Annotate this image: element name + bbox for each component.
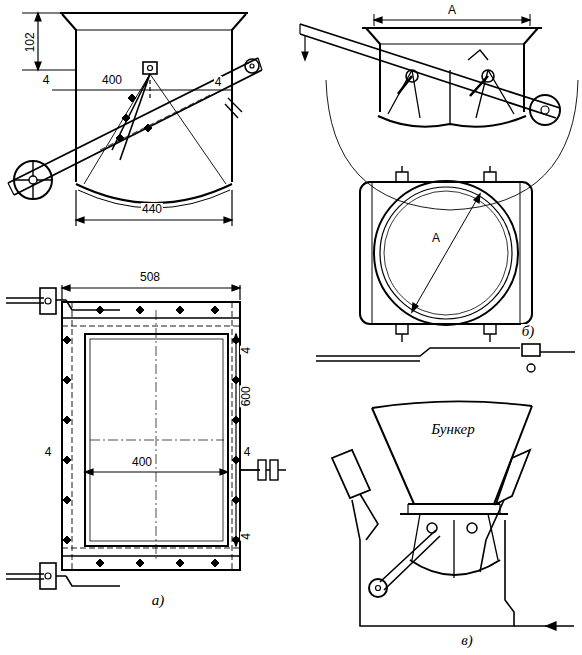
dimension-label: 440 [141,203,163,216]
bunker-view [332,401,574,630]
dimension-label: 400 [101,74,123,87]
plan-view [6,285,286,589]
elevation-view [8,13,262,226]
dimension-label: 4 [44,446,53,459]
dimension-label: 4 [42,74,51,87]
dimension-label: 4 [240,532,253,541]
part-label: Бункер [430,422,476,438]
dimension-label: 102 [24,31,37,53]
dimension-label: A [447,4,457,17]
plan-view-b [316,166,575,372]
dimension-label: 600 [240,385,253,407]
dimension-label: A [431,232,441,245]
view-caption: в) [460,633,474,649]
dimension-label: 4 [243,446,252,459]
dimension-label: 508 [139,271,161,284]
view-caption: б) [521,324,536,340]
view-caption: а) [151,593,166,609]
dimension-label: 4 [214,76,223,89]
dimension-label: 400 [131,456,153,469]
dimension-label: 4 [240,346,253,355]
